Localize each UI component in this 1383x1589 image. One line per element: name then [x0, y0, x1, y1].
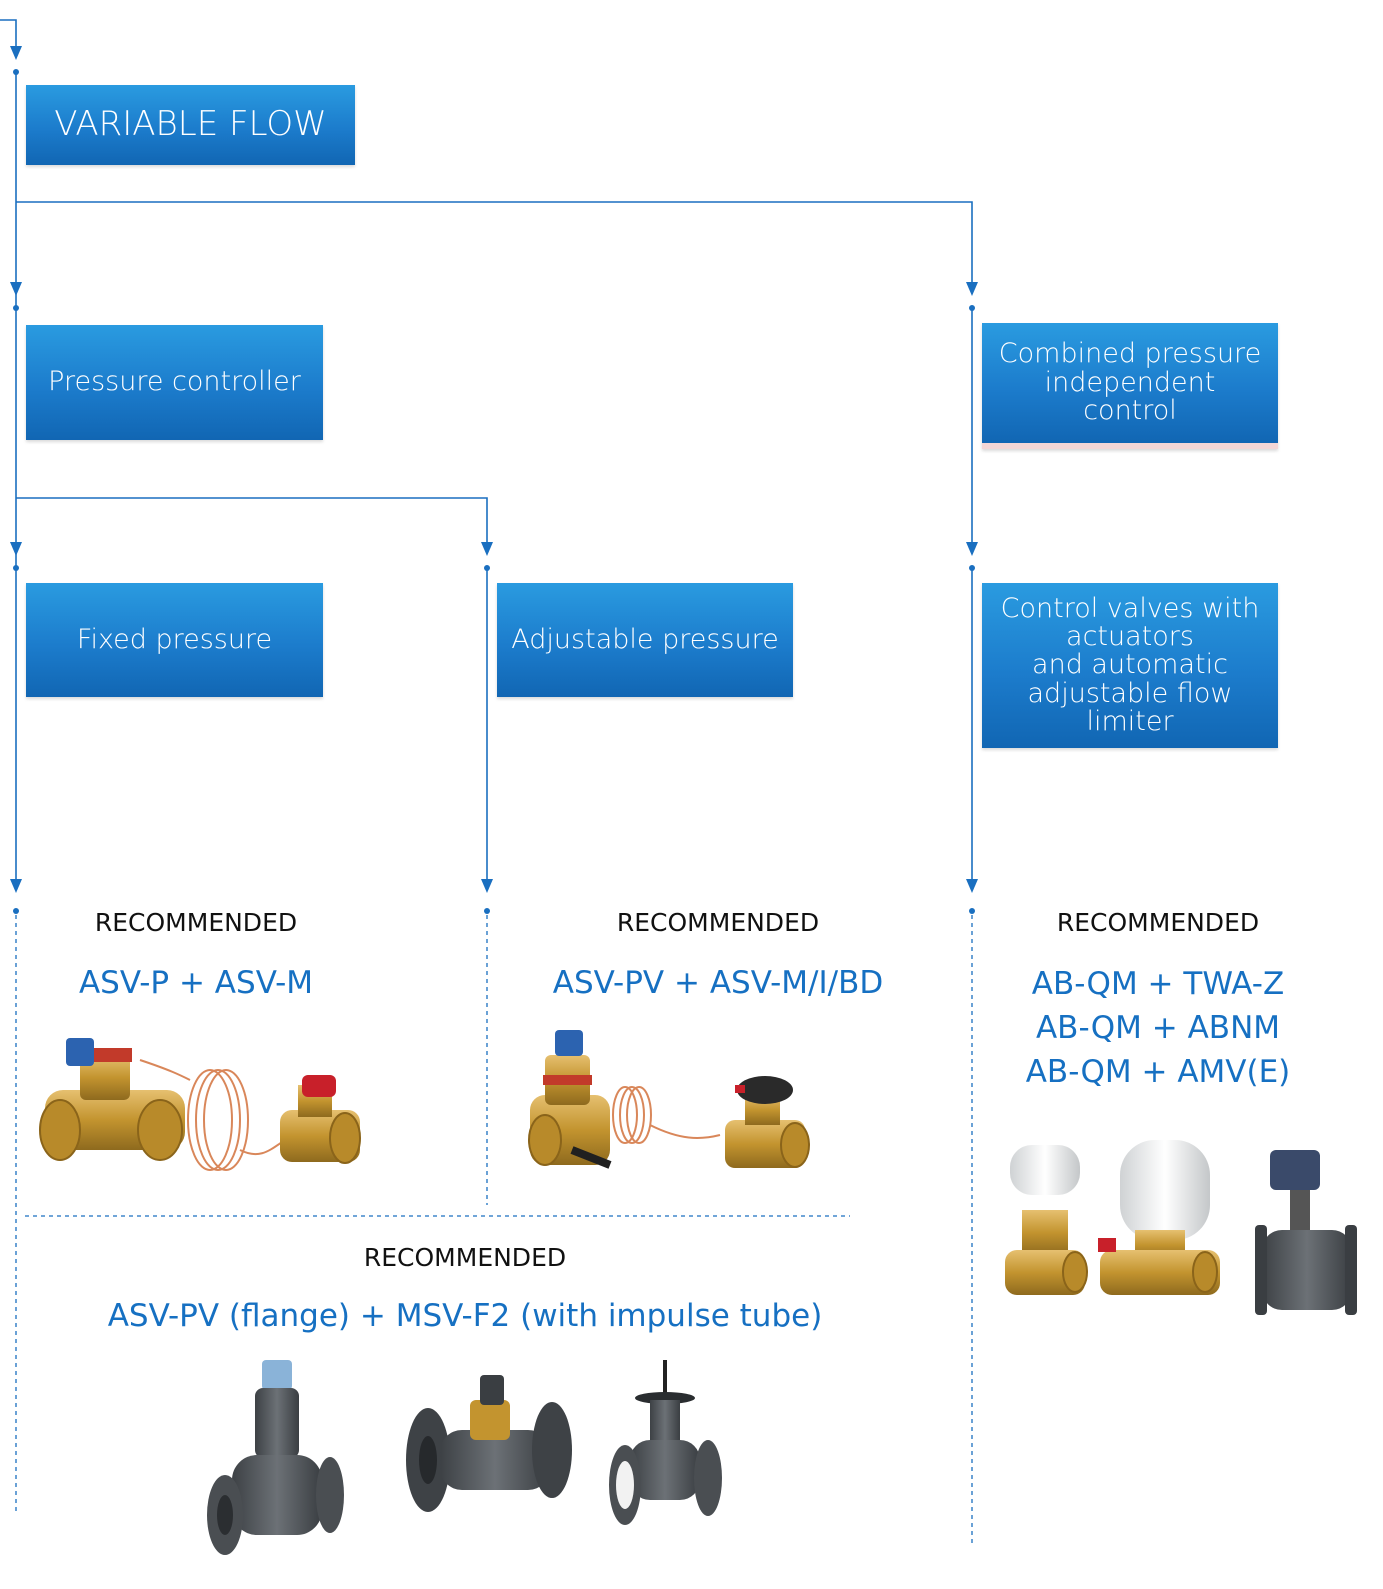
recommended-adjustable-label: RECOMMENDED — [616, 908, 820, 937]
product-line: ASV-PV (flange) + MSV-F2 (with impulse t… — [107, 1298, 823, 1334]
product-line: AB-QM + ABNM — [1035, 1010, 1281, 1046]
control-valves-line-1: Control valves with — [1000, 592, 1260, 624]
recommended-fixed-products: ASV-P + ASV-M — [26, 962, 366, 1005]
control-valves-line-2: actuators — [1066, 620, 1194, 652]
recommended-combined-products: AB-QM + TWA-Z AB-QM + ABNM AB-QM + AMV(E… — [1008, 962, 1308, 1094]
combined-pressure-box: Combined pressure independent control — [982, 323, 1278, 449]
product-line: ASV-PV + ASV-M/I/BD — [552, 965, 884, 1001]
product-image-ab-qm-actuators — [1005, 1140, 1357, 1315]
combined-line-1: Combined pressure — [998, 338, 1262, 370]
product-image-asv-pv-flange-msv-f2 — [207, 1360, 722, 1555]
product-line: ASV-P + ASV-M — [78, 965, 314, 1001]
product-line: AB-QM + AMV(E) — [1025, 1054, 1291, 1090]
product-line: AB-QM + TWA-Z — [1031, 966, 1285, 1002]
variable-flow-box: VARIABLE FLOW — [26, 85, 355, 165]
pressure-controller-box: Pressure controller — [26, 325, 323, 440]
combined-line-3: control — [1083, 395, 1177, 427]
control-valves-box: Control valves with actuators and automa… — [982, 583, 1278, 748]
adjustable-pressure-box: Adjustable pressure — [497, 583, 793, 697]
recommended-adjustable-products: ASV-PV + ASV-M/I/BD — [518, 962, 918, 1005]
product-image-asv-p-asv-m — [39, 1038, 361, 1171]
fixed-pressure-box: Fixed pressure — [26, 583, 323, 697]
recommended-combined-label: RECOMMENDED — [1056, 908, 1260, 937]
adjustable-pressure-label: Adjustable pressure — [511, 623, 779, 655]
control-valves-line-4: adjustable flow limiter — [1027, 677, 1233, 738]
combined-line-2: independent — [1044, 366, 1216, 398]
control-valves-line-3: and automatic — [1032, 649, 1228, 681]
recommended-fixed-label: RECOMMENDED — [94, 908, 298, 937]
fixed-pressure-label: Fixed pressure — [76, 623, 273, 655]
dashed-lines — [15, 915, 973, 1545]
variable-flow-label: VARIABLE FLOW — [54, 104, 327, 145]
pressure-controller-label: Pressure controller — [48, 366, 301, 398]
connector-lines — [0, 19, 973, 885]
recommended-flange-products: ASV-PV (flange) + MSV-F2 (with impulse t… — [60, 1295, 870, 1338]
product-image-asv-pv-asv-bd — [528, 1030, 810, 1169]
arrowheads — [10, 46, 978, 893]
recommended-flange-label: RECOMMENDED — [363, 1243, 567, 1272]
connector-dots — [13, 69, 975, 914]
